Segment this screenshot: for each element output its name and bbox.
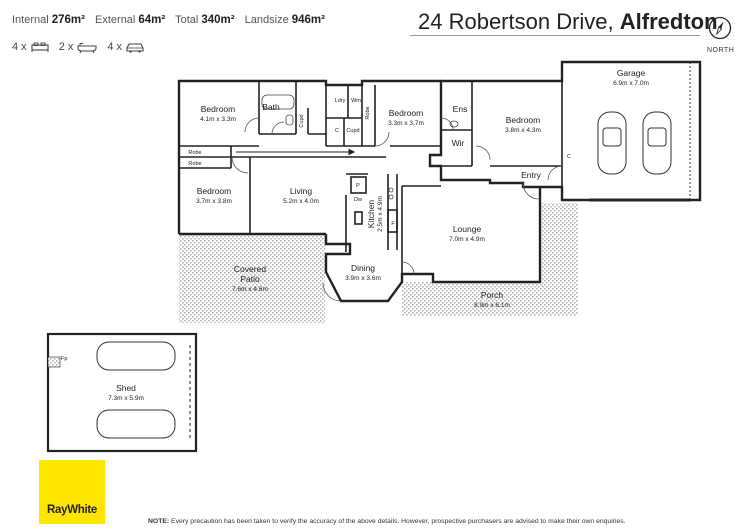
patio-name-1: Covered [234,264,266,274]
porch-name: Porch [481,290,503,300]
stove-burner-1 [388,187,394,193]
dw-name: Dw [354,197,362,203]
robe3-name: Robe [365,106,371,119]
ens-name: Ens [453,104,468,114]
patio-dim: 7.6m x 4.6m [232,286,268,293]
garage-cars [590,62,691,202]
ldry-name: Ldry [335,98,346,104]
living-dim: 5.2m x 4.0m [283,198,319,205]
bed-icon [31,42,49,52]
fridge-space [387,209,398,233]
pantry-name: P [356,183,360,189]
bath-icon [77,42,97,53]
ensuite-basin [449,120,459,128]
lounge-name: Lounge [453,224,482,234]
shed-name: Shed [116,383,136,393]
garage-dim: 6.9m x 7.0m [613,80,649,87]
door-entry [522,182,541,200]
stove-burner-2 [388,194,394,200]
pantry [350,176,367,194]
bed2-dim: 3.3m x 3.7m [388,120,424,127]
disclaimer-note: NOTE: Every precaution has been taken to… [148,518,626,525]
door-bed1 [244,117,260,133]
hallway-arrow [236,148,356,156]
door-garage [547,165,563,181]
suburb-name: Alfredton [619,9,718,34]
porch-dim: 8.9m x 6.1m [474,302,510,309]
kitchen-sink [354,211,363,225]
porch-decking [402,203,578,316]
raywhite-logo: RayWhite [39,460,105,524]
bed2-name: Bedroom [389,108,424,118]
door-bed2 [374,131,390,147]
fp-name: Fp [61,356,67,362]
door-ens [440,117,454,131]
bed4-name: Bedroom [197,186,232,196]
living-name: Living [290,186,312,196]
house-outer-wall [324,60,702,303]
entry-name: Entry [521,170,542,180]
fridge-name: F [391,221,395,227]
door-bed3 [475,145,491,161]
robe2-name: Robe [188,161,201,167]
bedrooms-feature: 4 x [12,41,49,53]
c1-name: C [335,128,339,134]
car-icon [126,42,144,53]
patio-name-2: Patio [240,274,260,284]
wm-name: Wm [351,98,361,104]
bath-name: Bath [262,102,280,112]
bed1-name: Bedroom [201,104,236,114]
bathrooms-feature: 2 x [59,41,98,53]
cupd2-name: Cupd [346,128,359,134]
bed4-dim: 3.7m x 3.8m [196,198,232,205]
toilet [285,114,294,126]
kitchen-name: Kitchen [366,200,376,229]
patio-decking [179,234,325,323]
carspaces-feature: 4 x [107,41,144,53]
door-bath [271,121,285,135]
door-bed4 [231,156,249,174]
garage-name: Garage [617,68,646,78]
title-divider [410,35,700,36]
robe1-name: Robe [188,150,201,156]
dining-dim: 3.9m x 3.6m [345,275,381,282]
c2-name: C [567,154,571,160]
dining-name: Dining [351,263,375,273]
cupd1-name: Cupd [299,114,305,127]
bathtub [261,94,295,110]
door-lounge [401,261,415,275]
wir-name: Wir [452,138,465,148]
lounge-dim: 7.0m x 4.9m [449,236,485,243]
kitchen-dim: 2.5m x 4.9m [377,196,384,232]
address-title: 24 Robertson Drive, Alfredton [418,9,718,34]
compass-icon [708,16,732,40]
bed1-dim: 4.1m x 3.3m [200,116,236,123]
bed3-dim: 3.8m x 4.3m [505,127,541,134]
bed3-name: Bedroom [506,115,541,125]
north-compass: NORTH [707,16,734,54]
door-dining [322,282,342,302]
feature-icons: 4 x 2 x 4 x [12,41,144,53]
shed-building [46,332,198,453]
shed-dim: 7.3m x 5.9m [108,395,144,402]
